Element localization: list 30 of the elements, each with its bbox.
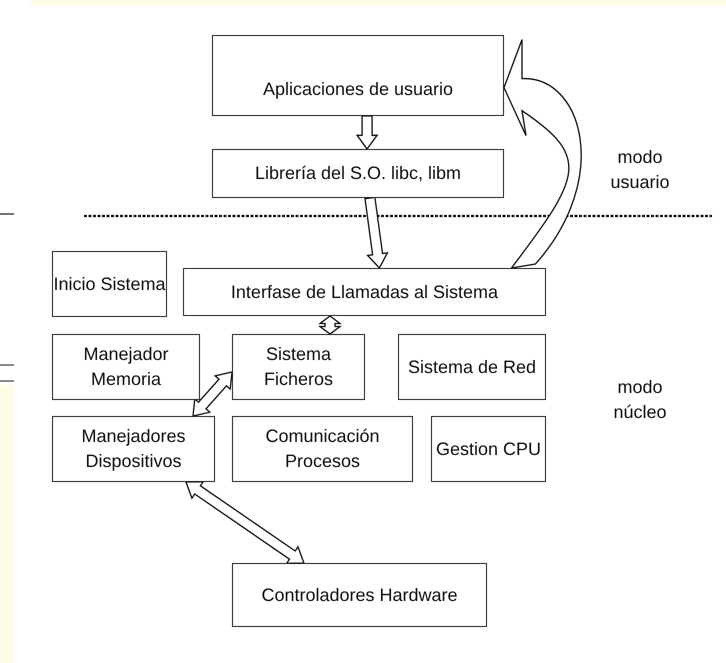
box-label: Gestion CPU [436, 438, 542, 460]
process-box [52, 334, 200, 400]
double-block-arrow [318, 315, 342, 335]
box-label: Manejador Memoria [82, 343, 170, 391]
block-arrow [364, 196, 389, 270]
mode-label: modo núcleo [612, 376, 668, 424]
box-label: Manejadores Dispositivos [80, 425, 187, 473]
box-label: Interfase de Llamadas al Sistema [230, 280, 498, 304]
process-box [232, 563, 487, 627]
double-block-arrow [185, 481, 305, 564]
double-block-arrow [192, 371, 233, 417]
process-box [52, 416, 215, 482]
block-arrow [356, 115, 378, 150]
curved-block-arrow [503, 39, 582, 269]
box-label: Sistema Ficheros [262, 343, 334, 391]
process-box [212, 149, 504, 198]
mode-label: modo usuario [609, 146, 671, 194]
process-box [183, 268, 546, 316]
box-label: Librería del S.O. libc, libm [254, 162, 462, 185]
process-box [232, 416, 413, 482]
box-label: Sistema de Red [408, 356, 536, 378]
process-box [398, 334, 546, 400]
process-box [212, 35, 504, 116]
box-label: Comunicación Procesos [264, 425, 381, 473]
box-label: Controladores Hardware [261, 584, 458, 606]
box-label: Aplicaciones de usuario [262, 78, 454, 101]
box-label: Inicio Sistema [53, 272, 166, 296]
process-box [232, 334, 365, 400]
process-box [431, 416, 546, 482]
process-box [52, 251, 167, 317]
